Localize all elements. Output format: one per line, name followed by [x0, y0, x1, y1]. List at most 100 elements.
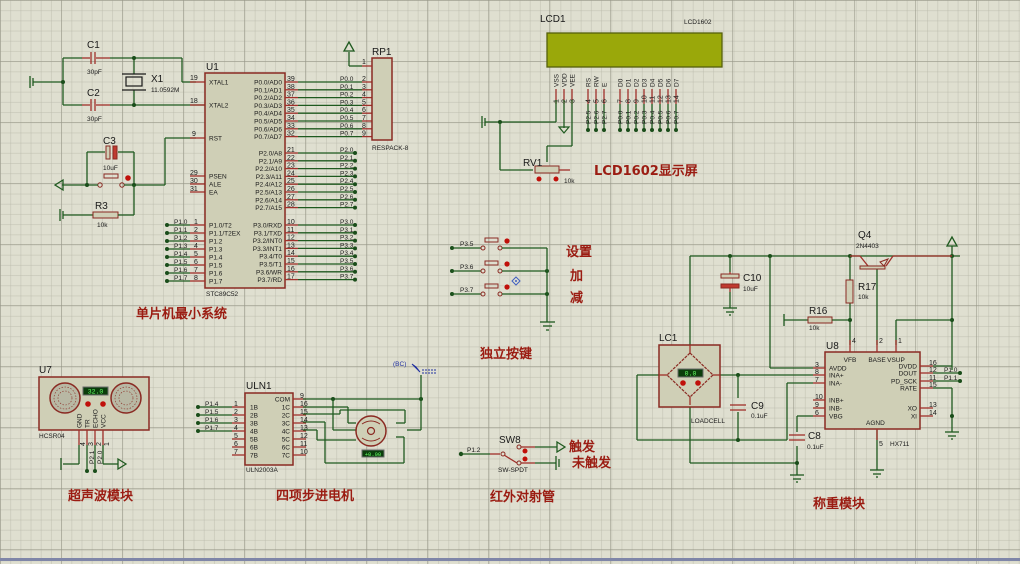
svg-text:11: 11 — [650, 96, 657, 103]
u1-pin-p13: P1.3 — [209, 247, 223, 254]
svg-text:P3.6/WR: P3.6/WR — [256, 269, 282, 276]
svg-text:38: 38 — [287, 84, 295, 91]
svg-text:10: 10 — [300, 449, 308, 456]
svg-text:28: 28 — [287, 202, 295, 209]
net-label: P2.7 — [602, 110, 609, 124]
svg-text:1: 1 — [362, 59, 366, 66]
uln2003-uln1[interactable]: ULN1 ULN2003A 1B1P1.42B2P1.53B3P1.64B4P1… — [196, 381, 308, 474]
lcd-section-title: LCD1602显示屏 — [594, 164, 698, 179]
capacitor-c8[interactable]: C8 0.1uF — [789, 431, 824, 451]
key-label-set: 设置 — [566, 245, 592, 260]
uln1-part: ULN2003A — [246, 467, 278, 474]
svg-text:37: 37 — [287, 92, 295, 99]
svg-text:34: 34 — [287, 115, 295, 122]
uln1-ref: ULN1 — [246, 381, 272, 392]
transistor-q4[interactable]: Q4 2N4403 — [850, 230, 952, 270]
bc-probe[interactable]: (BC) — [393, 361, 436, 374]
svg-text:2: 2 — [879, 338, 883, 345]
net-label: P2.5 — [340, 186, 354, 193]
q4-part: 2N4403 — [856, 243, 879, 250]
net-label: P2.4 — [340, 178, 354, 185]
svg-text:16: 16 — [929, 360, 937, 367]
net-label: P3.6 — [460, 264, 474, 271]
svg-text:35: 35 — [287, 107, 295, 114]
svg-text:5: 5 — [594, 99, 601, 103]
capacitor-c10[interactable]: C10 10uF — [720, 272, 762, 293]
lcd1602[interactable]: LCD1 LCD1602 VSS1VDD2VEE3RS4P2.5RW5P2.6E… — [540, 14, 723, 132]
svg-text:INB-: INB- — [829, 406, 842, 413]
key-button-1[interactable]: P3.5 — [450, 237, 547, 251]
lcd-pin-vee: VEE — [570, 73, 577, 87]
svg-text:12: 12 — [658, 95, 665, 103]
svg-text:P0.3/AD3: P0.3/AD3 — [254, 103, 282, 110]
hx711-u8[interactable]: U8 HX711 VFB4BASE2VSUP1AVDD3INA+8INA-7IN… — [813, 338, 962, 448]
sw8-part: SW-SPDT — [498, 467, 528, 474]
transducer-left-icon — [49, 382, 81, 414]
svg-text:1: 1 — [234, 401, 238, 408]
respack-rp1[interactable]: RP1 RESPACK-8 1 — [342, 40, 409, 152]
resistor-r16[interactable]: R16 10k — [783, 306, 850, 332]
u1-pin-p11t2ex: P1.1/T2EX — [209, 231, 241, 238]
net-label: P3.7 — [340, 274, 354, 281]
u7-part: HCSR04 — [39, 433, 65, 440]
c3-value: 10uF — [103, 165, 118, 172]
r16-value: 10k — [809, 325, 820, 332]
x1-ref: X1 — [151, 74, 164, 85]
resistor-r17[interactable]: R17 10k — [845, 279, 877, 304]
rv1-value: 10k — [564, 178, 575, 185]
u8-ref: U8 — [826, 341, 839, 352]
keys-section-title: 独立按键 — [480, 346, 532, 362]
loadcell-lc1[interactable]: LC1 LOADCELL 0.0 — [658, 333, 725, 425]
svg-text:2: 2 — [96, 442, 103, 446]
svg-text:4: 4 — [194, 243, 198, 250]
svg-text:4: 4 — [362, 92, 366, 99]
svg-text:P3.7/RD: P3.7/RD — [257, 277, 282, 284]
net-label: P0.3 — [340, 99, 354, 106]
svg-text:P3.1/TXD: P3.1/TXD — [254, 230, 282, 237]
net-label: P2.6 — [594, 110, 601, 124]
svg-text:22: 22 — [287, 155, 295, 162]
lc1-ref: LC1 — [659, 333, 678, 344]
r17-value: 10k — [858, 294, 869, 301]
key-button-2[interactable]: P3.6 — [450, 260, 549, 274]
net-label: P0.1 — [340, 84, 354, 91]
svg-text:DVDD: DVDD — [899, 364, 918, 371]
net-label: P0.3 — [642, 110, 649, 124]
lcd-pin-vss: VSS — [554, 73, 561, 87]
ir-switch-sw8[interactable]: P1.2 SW8 SW-SPDT — [458, 435, 567, 474]
transducer-right-icon — [110, 382, 142, 414]
lcd-pin-e: E — [602, 82, 609, 87]
capacitor-c9[interactable]: C9 0.1uF — [730, 401, 768, 420]
net-label: P1.7 — [205, 425, 219, 432]
net-label: P3.4 — [340, 250, 354, 257]
svg-text:P3.3/INT1: P3.3/INT1 — [253, 246, 283, 253]
potentiometer-rv1[interactable] — [534, 165, 570, 182]
lc1-part: LOADCELL — [691, 418, 725, 425]
svg-text:5B: 5B — [250, 437, 258, 444]
svg-text:4: 4 — [234, 425, 238, 432]
power-arrow-icon — [945, 235, 959, 256]
net-label: P0.2 — [340, 92, 354, 99]
svg-text:4: 4 — [852, 338, 856, 345]
net-label: P1.0 — [944, 367, 958, 374]
svg-text:6: 6 — [234, 441, 238, 448]
svg-text:36: 36 — [287, 99, 295, 106]
lcd-pin-rs: RS — [586, 77, 593, 87]
net-label: P2.7 — [340, 202, 354, 209]
ground-icon — [29, 76, 34, 88]
key-button-3[interactable]: P3.7 — [450, 283, 549, 297]
svg-text:13: 13 — [287, 242, 295, 249]
net-label: P0.5 — [658, 110, 665, 124]
svg-text:3: 3 — [815, 362, 819, 369]
net-label: P0.7 — [674, 110, 681, 124]
mcu-u1[interactable]: U1 STC89C52 XTAL1XTAL2RSTPSENALEEAP1.0/T… — [190, 62, 372, 298]
svg-text:4: 4 — [586, 99, 593, 103]
stepper-motor[interactable]: +0.00 — [355, 415, 387, 458]
u1-part: STC89C52 — [206, 291, 239, 298]
lcd-pin-d5: D5 — [658, 78, 665, 87]
svg-text:16: 16 — [287, 266, 295, 273]
net-label: P3.3 — [340, 242, 354, 249]
svg-text:P0.7/AD7: P0.7/AD7 — [254, 134, 282, 141]
